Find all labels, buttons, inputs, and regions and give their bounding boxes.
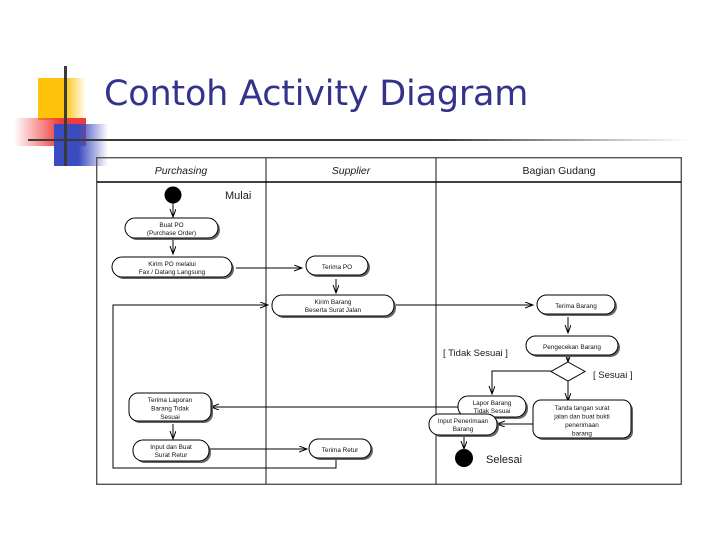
start-node <box>164 186 182 204</box>
node-buat-po-line-0: Buat PO <box>159 222 183 229</box>
node-buat-po[interactable]: Buat PO (Purchase Order) <box>124 217 220 240</box>
node-kirim-po-line-1: Fax / Datang Langsung <box>139 269 206 276</box>
node-input-surat-retur[interactable]: Input dan Buat Surat Retur <box>132 439 211 463</box>
node-tanda-tangan-line-0: Tanda tangan surat <box>555 405 610 412</box>
lane-header-purchasing: Purchasing <box>155 165 208 177</box>
edge-decision-to-lapor-barang <box>492 370 551 394</box>
ornament-blue-square <box>54 124 108 166</box>
node-tanda-tangan-line-3: barang <box>572 431 592 438</box>
node-terima-laporan-line-0: Terima Laporan <box>148 397 193 404</box>
start-node-label: Mulai <box>225 190 251 202</box>
node-buat-po-line-1: (Purchase Order) <box>147 230 196 237</box>
node-kirim-po[interactable]: Kirim PO melalui Fax / Datang Langsung <box>111 256 234 279</box>
diagram-frame <box>96 157 682 485</box>
node-kirim-barang[interactable]: Kirim Barang Beserta Surat Jalan <box>271 294 396 318</box>
node-terima-retur-line-0: Terima Retur <box>322 447 359 454</box>
node-lapor-barang-line-1: Tidak Sesuai <box>474 408 511 415</box>
title-ornament <box>14 62 126 166</box>
ornament-yellow-square <box>38 78 86 120</box>
decision-node[interactable] <box>549 361 587 382</box>
node-input-surat-retur-line-0: Input dan Buat <box>150 444 192 451</box>
node-terima-barang-line-0: Terima Barang <box>555 303 597 310</box>
node-input-surat-retur-line-1: Surat Retur <box>155 452 189 459</box>
activity-diagram: Purchasing Supplier Bagian Gudang <box>96 157 682 485</box>
node-pengecekan-barang[interactable]: Pengecekan Barang <box>525 335 620 357</box>
node-terima-retur[interactable]: Terima Retur <box>308 438 373 460</box>
ornament-vertical-line <box>64 66 67 166</box>
node-terima-laporan-line-1: Barang Tidak <box>151 406 189 413</box>
end-node <box>455 449 473 467</box>
node-tanda-tangan-line-2: penerimaan <box>565 422 599 429</box>
page-title: Contoh Activity Diagram <box>104 74 529 114</box>
node-tanda-tangan[interactable]: Tanda tangan surat jalan dan buat bukti … <box>532 399 633 440</box>
node-pengecekan-barang-line-0: Pengecekan Barang <box>543 344 601 351</box>
edge-terima-retur-loop-to-kirim-barang <box>112 305 337 469</box>
node-input-penerimaan[interactable]: Input Penerimaan Barang <box>428 413 499 437</box>
node-tanda-tangan-line-1: jalan dan buat bukti <box>553 414 609 421</box>
lane-header-supplier: Supplier <box>332 165 371 177</box>
node-lapor-barang-line-0: Lapor Barang <box>473 400 512 407</box>
node-kirim-barang-line-1: Beserta Surat Jalan <box>305 307 362 314</box>
title-underline-rule <box>28 139 690 141</box>
node-terima-laporan[interactable]: Terima Laporan Barang Tidak Sesuai <box>128 392 213 423</box>
end-node-label: Selesai <box>486 454 522 466</box>
guard-label-tidak-sesuai: [ Tidak Sesuai ] <box>443 348 508 359</box>
node-terima-po[interactable]: Terima PO <box>305 255 370 277</box>
guard-label-sesuai: [ Sesuai ] <box>593 370 633 381</box>
node-terima-laporan-line-2: Sesuai <box>160 414 180 421</box>
lane-header-bagian-gudang: Bagian Gudang <box>523 165 596 177</box>
node-input-penerimaan-line-1: Barang <box>453 426 474 433</box>
node-terima-po-line-0: Terima PO <box>322 264 352 271</box>
node-input-penerimaan-line-0: Input Penerimaan <box>438 418 489 425</box>
node-terima-barang[interactable]: Terima Barang <box>536 294 617 316</box>
node-kirim-barang-line-0: Kirim Barang <box>315 299 352 306</box>
node-kirim-po-line-0: Kirim PO melalui <box>148 261 196 268</box>
